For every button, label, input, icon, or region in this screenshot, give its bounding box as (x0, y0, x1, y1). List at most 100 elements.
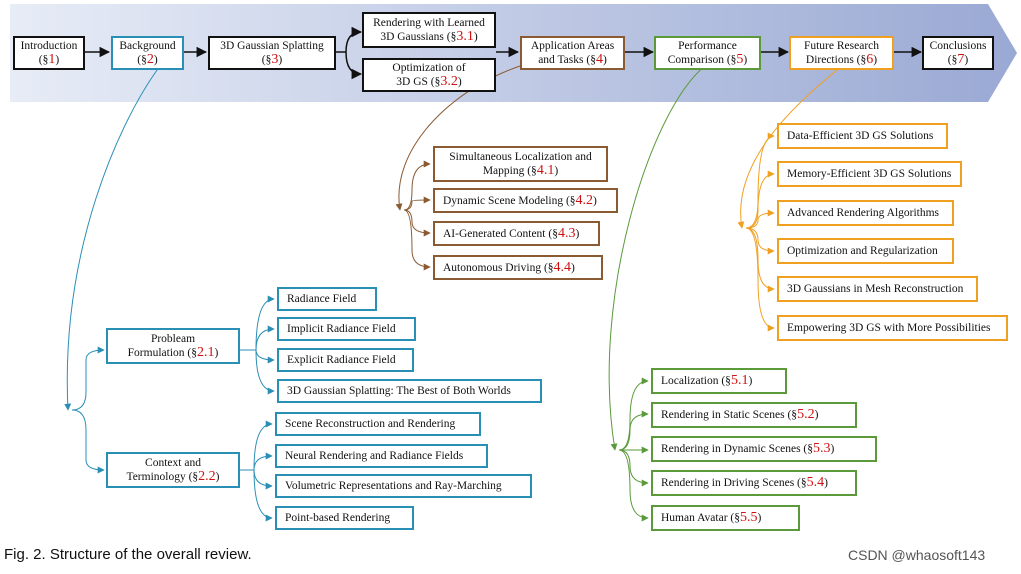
node-ref: (§1) (39, 53, 59, 67)
leaf-label: Rendering in Dynamic Scenes (§5.3) (661, 442, 834, 456)
ref-suffix: ) (593, 194, 597, 207)
node-ref: 3D GS (§3.2) (396, 75, 461, 89)
leaf-advanced-rendering: Advanced Rendering Algorithms (777, 200, 954, 226)
leaf-empowering: Empowering 3D GS with More Possibilities (777, 315, 1008, 341)
ref-suffix: ) (873, 54, 878, 66)
ref-prefix: (§ (137, 54, 147, 66)
leaf-label: Memory-Efficient 3D GS Solutions (787, 168, 952, 180)
ref-suffix: ) (153, 54, 158, 66)
ref-prefix: Comparison (§ (667, 54, 737, 66)
ref-suffix: ) (278, 54, 283, 66)
node-problem-formulation: Probleam Formulation (§2.1) (106, 328, 240, 364)
leaf-data-efficient: Data-Efficient 3D GS Solutions (777, 123, 948, 149)
leaf-text: Autonomous Driving (§ (443, 261, 554, 274)
ref-prefix: (§ (261, 54, 272, 66)
leaf-label: Rendering in Static Scenes (§5.2) (661, 408, 818, 422)
node-introduction: Introduction (§1) (13, 36, 85, 70)
node-title: 3D Gaussian Splatting (220, 40, 324, 52)
node-title: Rendering with Learned (373, 17, 485, 29)
leaf-text: Human Avatar (§ (661, 512, 740, 524)
leaf-text: Localization (§ (661, 375, 731, 387)
leaf-label: Data-Efficient 3D GS Solutions (787, 130, 934, 142)
ref-number: 3.1 (456, 29, 474, 44)
node-background: Background (§2) (111, 36, 184, 70)
node-optimization: Optimization of 3D GS (§3.2) (362, 58, 496, 92)
node-ref: and Tasks (§4) (538, 53, 607, 67)
ref-number: 4.1 (536, 163, 555, 178)
ref-suffix: ) (814, 409, 819, 421)
leaf-mesh-reconstruction: 3D Gaussians in Mesh Reconstruction (777, 276, 978, 302)
ref-number: 3.2 (440, 74, 458, 89)
node-rendering-learned: Rendering with Learned 3D Gaussians (§3.… (362, 12, 496, 48)
leaf-text: Rendering in Static Scenes (§ (661, 409, 798, 421)
node-title: Background (119, 40, 176, 52)
leaf-label: Optimization and Regularization (787, 245, 938, 257)
node-title: Conclusions (929, 40, 987, 52)
leaf-label: 3D Gaussians in Mesh Reconstruction (787, 283, 964, 295)
leaf-driving-scenes: Rendering in Driving Scenes (§5.4) (651, 470, 857, 496)
leaf-ai-generated-content: AI-Generated Content (§4.3) (433, 221, 600, 246)
ref-prefix: Mapping (§ (482, 165, 537, 177)
leaf-volumetric: Volumetric Representations and Ray-March… (275, 474, 532, 498)
ref-suffix: ) (215, 471, 220, 483)
leaf-label: Scene Reconstruction and Rendering (285, 418, 456, 430)
leaf-static-scenes: Rendering in Static Scenes (§5.2) (651, 402, 857, 428)
ref-number: 5 (736, 52, 744, 67)
leaf-label: Human Avatar (§5.5) (661, 511, 761, 525)
ref-number: 7 (957, 52, 965, 67)
leaf-scene-reconstruction: Scene Reconstruction and Rendering (275, 412, 481, 436)
node-ref: (§7) (948, 53, 968, 67)
leaf-label: 3D Gaussian Splatting: The Best of Both … (287, 385, 511, 397)
leaf-slam: Simultaneous Localization and Mapping (§… (433, 146, 608, 182)
ref-suffix: ) (55, 54, 60, 66)
watermark: CSDN @whaosoft143 (848, 547, 986, 563)
ref-prefix: 3D GS (§ (396, 76, 441, 88)
leaf-label: Rendering in Driving Scenes (§5.4) (661, 476, 828, 490)
ref-suffix: ) (757, 512, 762, 524)
leaf-radiance-field: Radiance Field (277, 287, 377, 311)
node-title: Optimization of (392, 62, 466, 74)
ref-number: 5.1 (730, 373, 749, 388)
leaf-human-avatar: Human Avatar (§5.5) (651, 505, 800, 531)
ref-suffix: ) (554, 165, 559, 177)
ref-suffix: ) (830, 443, 835, 455)
node-future-research: Future Research Directions (§6) (789, 36, 894, 70)
ref-suffix: ) (748, 375, 753, 387)
ref-prefix: 3D Gaussians (§ (380, 31, 457, 43)
node-ref: (§2) (137, 53, 157, 67)
ref-suffix: ) (214, 347, 219, 359)
ref-suffix: ) (457, 76, 462, 88)
leaf-label: Neural Rendering and Radiance Fields (285, 450, 464, 462)
leaf-text: Rendering in Driving Scenes (§ (661, 477, 807, 489)
leaf-label: Empowering 3D GS with More Possibilities (787, 322, 991, 334)
node-context-terminology: Context and Terminology (§2.2) (106, 452, 240, 488)
ref-number: 5.4 (806, 475, 825, 490)
node-title: Introduction (20, 40, 78, 52)
leaf-localization: Localization (§5.1) (651, 368, 787, 394)
leaf-label: Radiance Field (287, 293, 357, 305)
node-ref: Terminology (§2.2) (126, 470, 219, 484)
leaf-label: Explicit Radiance Field (287, 354, 396, 366)
ref-number: 1 (48, 52, 56, 67)
node-title: Context and (145, 457, 201, 469)
ref-prefix: Formulation (§ (127, 347, 197, 359)
ref-number: 5.2 (797, 407, 815, 422)
leaf-label: Advanced Rendering Algorithms (787, 207, 940, 219)
ref-number: 2.1 (196, 345, 215, 360)
ref-suffix: ) (571, 261, 575, 274)
leaf-label: Implicit Radiance Field (287, 323, 396, 335)
node-title: Future Research (803, 40, 880, 52)
leaf-text: Dynamic Scene Modeling (§ (443, 194, 576, 207)
ref-suffix: ) (743, 54, 748, 66)
leaf-label: Dynamic Scene Modeling (§4.2) (443, 193, 597, 208)
node-3d-gaussian-splatting: 3D Gaussian Splatting (§3) (208, 36, 336, 70)
ref-number: 4.3 (557, 225, 576, 241)
leaf-implicit-radiance-field: Implicit Radiance Field (277, 317, 416, 341)
leaf-label: Autonomous Driving (§4.4) (443, 260, 575, 275)
ref-prefix: and Tasks (§ (538, 54, 596, 66)
leaf-point-based: Point-based Rendering (275, 506, 414, 530)
node-performance: Performance Comparison (§5) (654, 36, 761, 70)
leaf-optimization-regularization: Optimization and Regularization (777, 238, 954, 264)
leaf-label: Localization (§5.1) (661, 374, 752, 388)
node-title: Performance (678, 40, 737, 52)
